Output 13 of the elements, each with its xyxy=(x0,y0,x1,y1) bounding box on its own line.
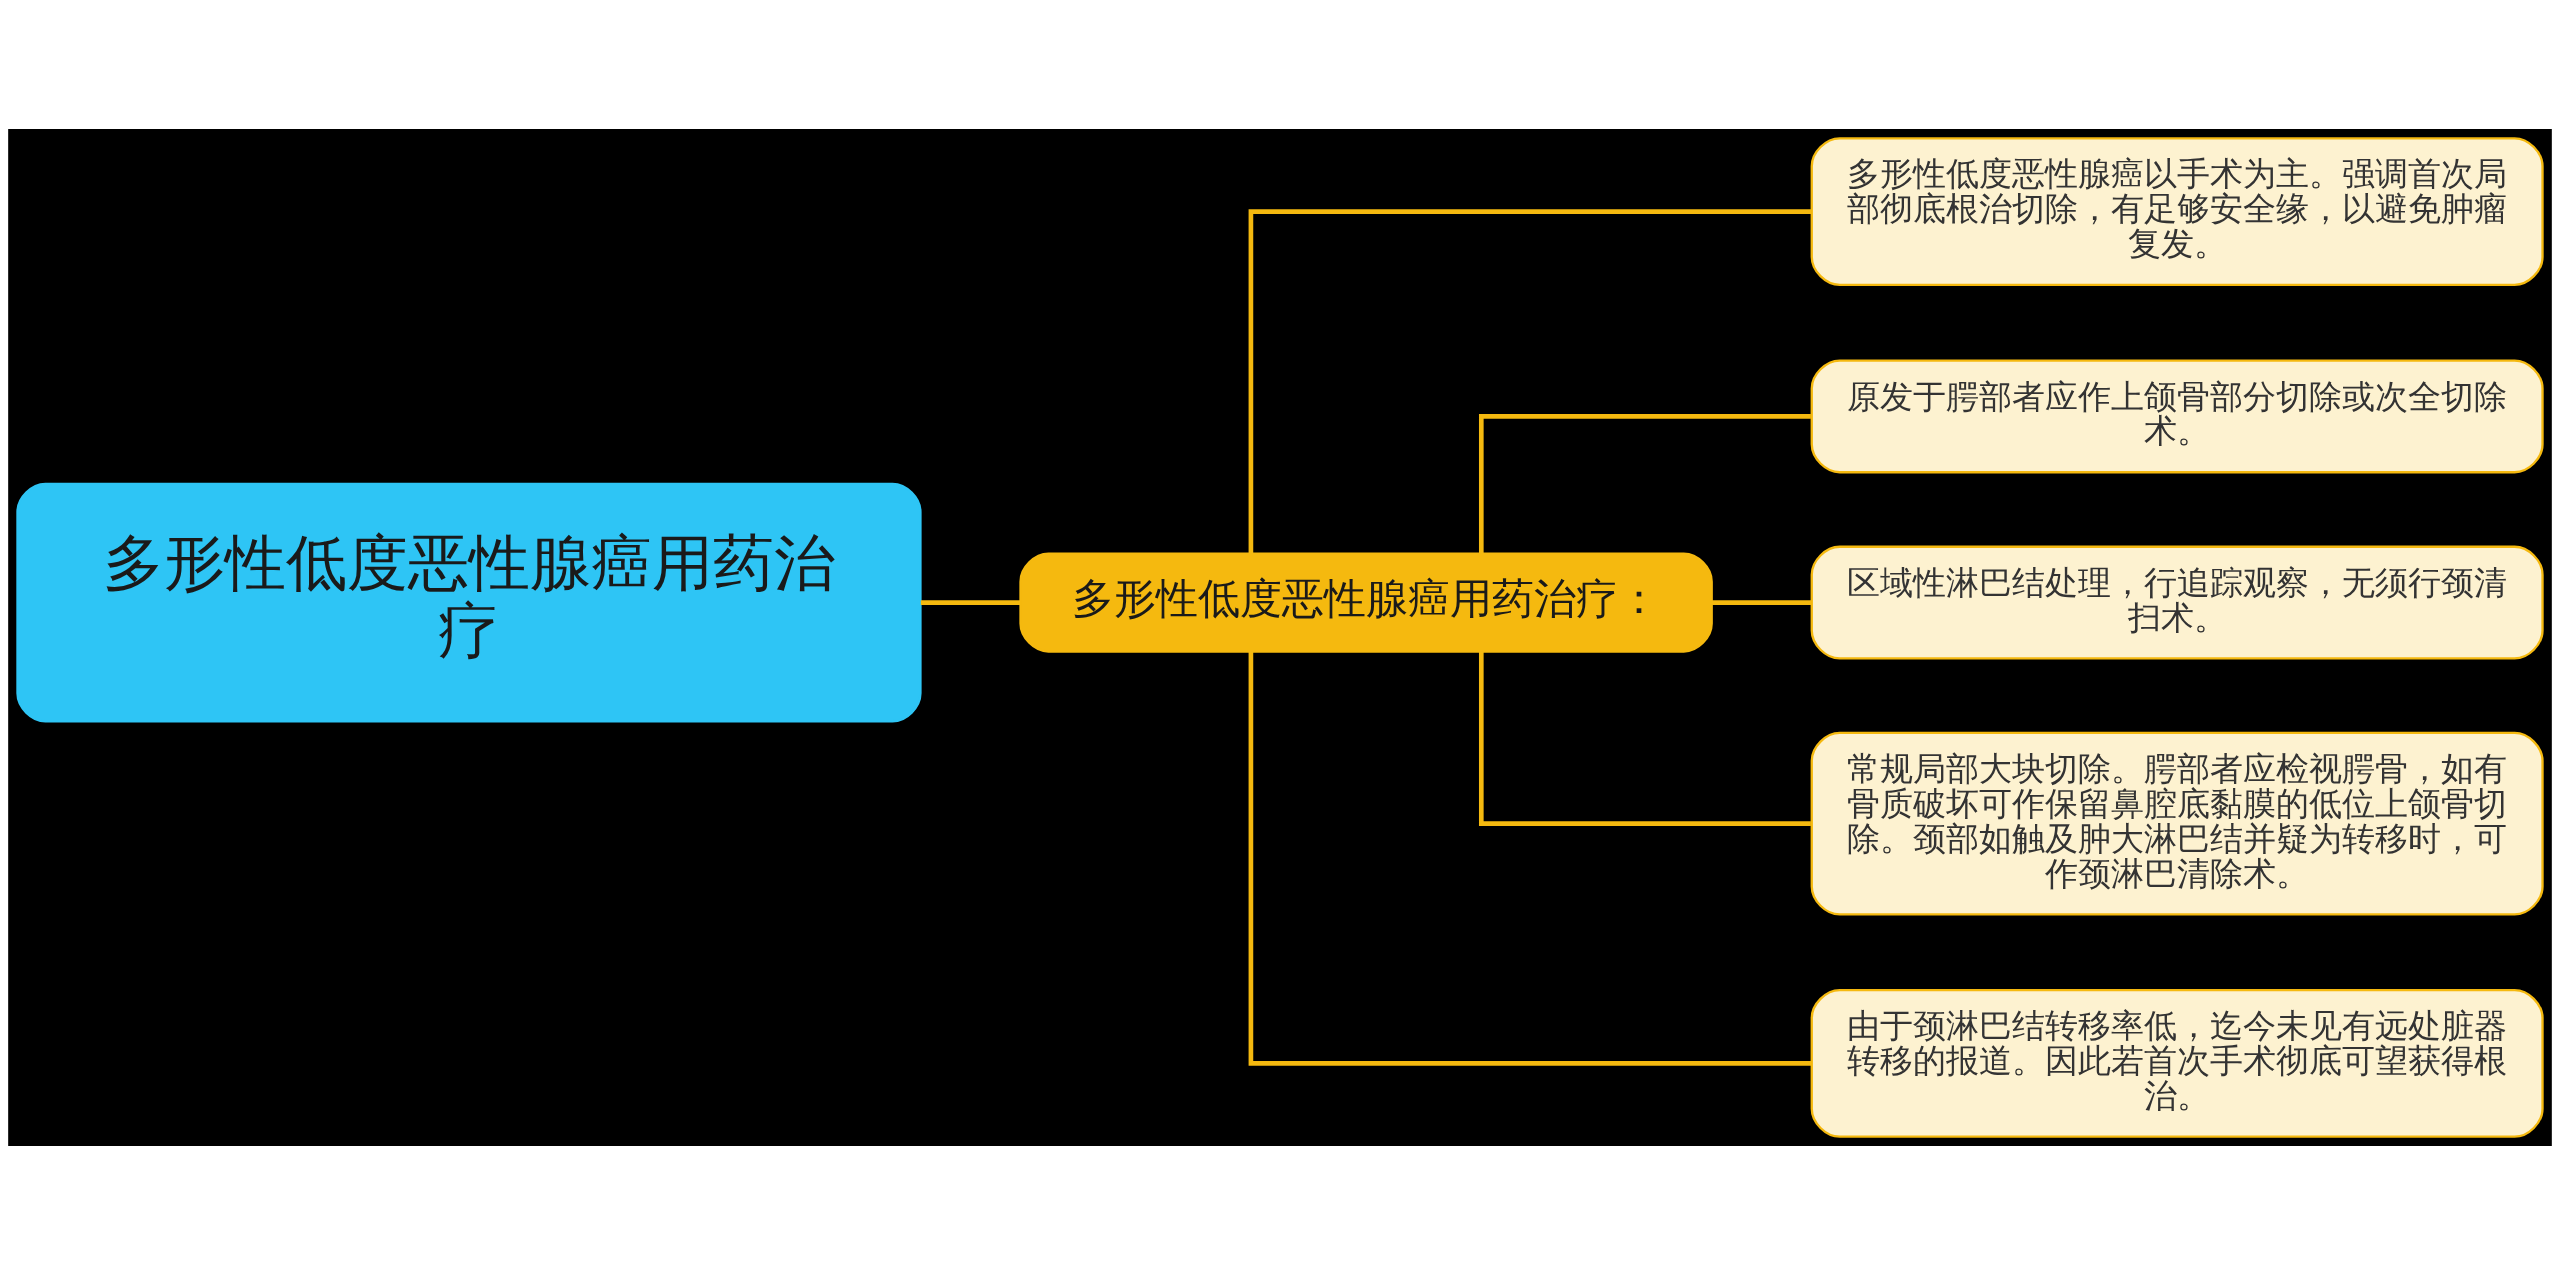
node-box: 常规局部大块切除。腭部者应检视腭骨，如有骨质破坏可作保留鼻腔底黏膜的低位上颌骨切除。颈部如触及肿大淋巴结并疑为转移时，可作颈淋巴清除术。 xyxy=(1810,731,2544,916)
connector xyxy=(1248,651,1812,1066)
node-box: 多形性低度恶性腺癌以手术为主。强调首次局部彻底根治切除，有足够安全缘，以避免肿瘤复发。 xyxy=(1810,137,2544,287)
node-box: 区域性淋巴结处理，行追踪观察，无须行颈清扫术。 xyxy=(1810,545,2544,660)
node-box: 原发于腭部者应作上颌骨部分切除或次全切除术。 xyxy=(1810,359,2544,474)
node-box: 多形性低度恶性腺癌用药治疗： xyxy=(1019,552,1713,653)
node-box: 由于颈淋巴结转移率低，迄今未见有远处脏器转移的报道。因此若首次手术彻底可望获得根治。 xyxy=(1810,988,2544,1138)
connector xyxy=(1479,414,1811,554)
node-box: 多形性低度恶性腺癌用药治疗 xyxy=(16,482,922,723)
connector xyxy=(1479,651,1811,826)
connector xyxy=(1711,600,1812,605)
connector xyxy=(1248,209,1812,554)
connector xyxy=(920,600,1021,605)
